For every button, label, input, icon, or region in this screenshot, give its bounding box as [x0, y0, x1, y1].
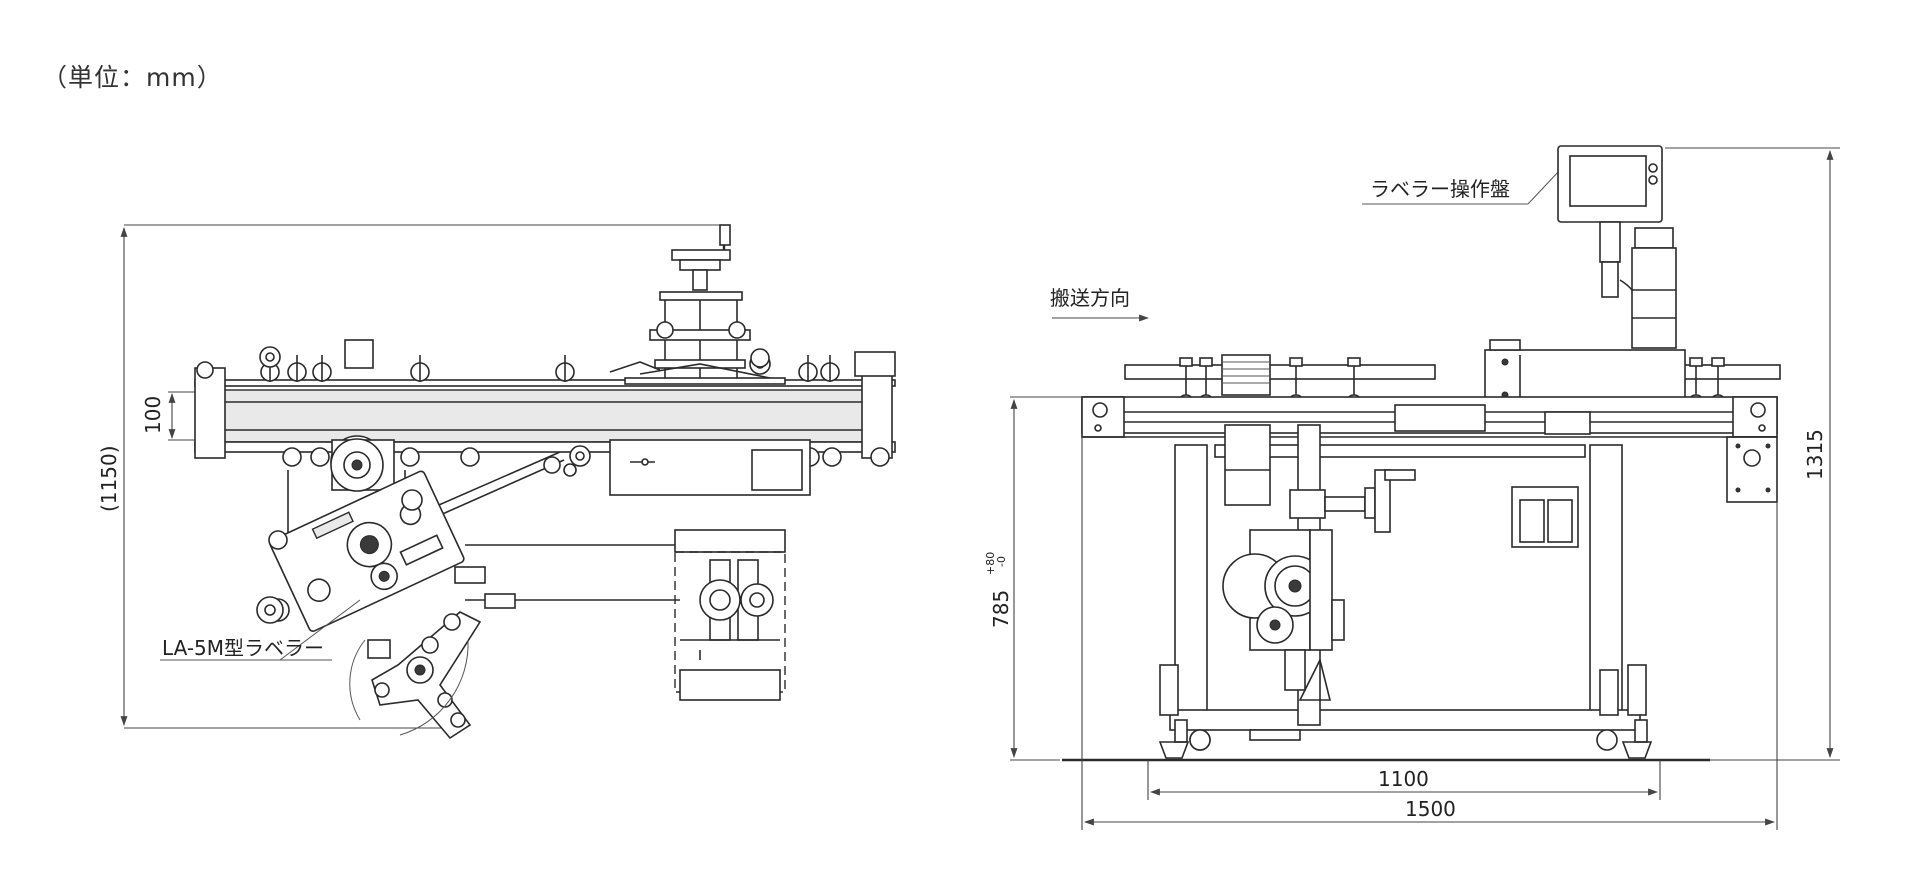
dim-785-tol-plus: +80	[984, 552, 997, 575]
labeler-label: LA-5M型ラベラー	[162, 636, 324, 660]
guide-knobs	[196, 355, 840, 382]
dim-1500: 1500	[1405, 797, 1456, 821]
bottom-right-unit	[674, 529, 786, 701]
upper-guide-rail	[1124, 364, 1436, 380]
dim-100: 100	[141, 396, 165, 434]
sensor-box	[854, 351, 896, 377]
leg-left	[1174, 444, 1208, 716]
drive-wheel	[330, 435, 395, 492]
casters	[1158, 664, 1653, 759]
unit-label: （単位：mm）	[42, 63, 223, 92]
labeler-mechanism	[1222, 529, 1345, 701]
operation-panel	[1557, 145, 1677, 349]
top-press-unit	[609, 224, 786, 385]
dim-1315: 1315	[1803, 429, 1827, 480]
motor-block	[1221, 354, 1271, 396]
base-beam	[1169, 709, 1641, 731]
labeler-head	[269, 470, 465, 632]
dim-785-tol-minus: -0	[995, 556, 1008, 567]
dim-1100: 1100	[1378, 767, 1429, 791]
dim-785: 785	[989, 590, 1013, 628]
left-view: (1150) 100	[97, 224, 896, 740]
panel-label: ラベラー操作盤	[1370, 177, 1510, 201]
direction-label: 搬送方向	[1050, 286, 1130, 310]
sensor-bracket	[344, 339, 374, 369]
right-view: 搬送方向 ラベラー操作盤	[984, 145, 1840, 830]
conveyor-body	[199, 389, 891, 443]
label-arm	[349, 611, 482, 740]
dim-1150: (1150)	[97, 445, 121, 512]
